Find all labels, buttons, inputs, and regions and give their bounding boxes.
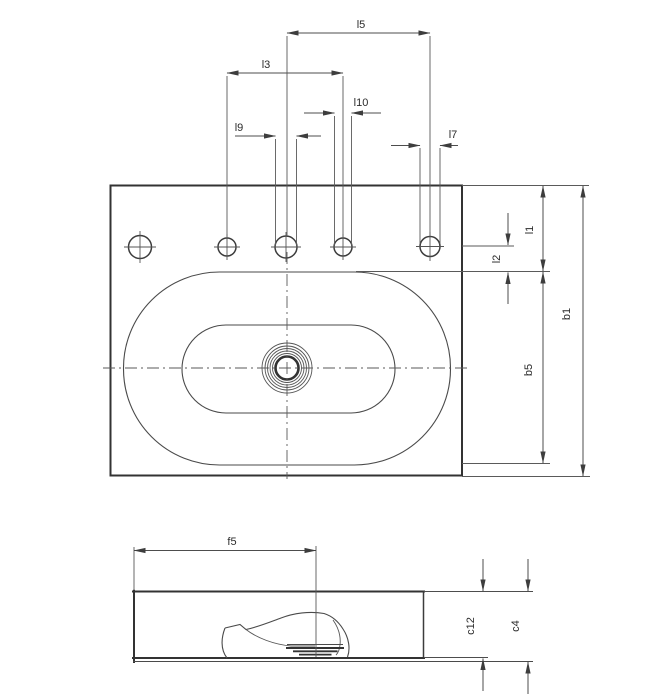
side-dimensions: f5 c12 c4 — [133, 536, 531, 694]
dim-label-l9: l9 — [235, 122, 244, 134]
dim-label-b1: b1 — [561, 308, 573, 320]
drain-flange-steps — [286, 643, 344, 656]
top-dimensions: l5 l3 l10 l9 l7 — [226, 19, 458, 245]
side-view — [132, 589, 533, 663]
dim-label-l5: l5 — [357, 19, 366, 31]
basin-outline — [109, 184, 463, 477]
dim-label-c12: c12 — [465, 617, 477, 635]
faucet-hole-center — [271, 232, 301, 262]
hole-left — [124, 231, 156, 263]
dim-label-l3: l3 — [262, 59, 271, 71]
top-view — [103, 184, 471, 479]
right-dimensions: l2 l1 b5 b1 — [356, 185, 590, 477]
dim-label-f5: f5 — [227, 536, 236, 548]
bowl-outer-edge — [122, 271, 452, 466]
dim-label-l10: l10 — [354, 97, 369, 109]
dim-label-b5: b5 — [523, 364, 535, 376]
bowl-inner-edge — [181, 324, 396, 414]
drain-trap-profile — [221, 611, 350, 659]
dim-label-c4: c4 — [510, 620, 522, 632]
dim-label-l7: l7 — [449, 129, 458, 141]
dim-label-l1: l1 — [524, 226, 536, 235]
dim-label-l2: l2 — [491, 255, 503, 264]
